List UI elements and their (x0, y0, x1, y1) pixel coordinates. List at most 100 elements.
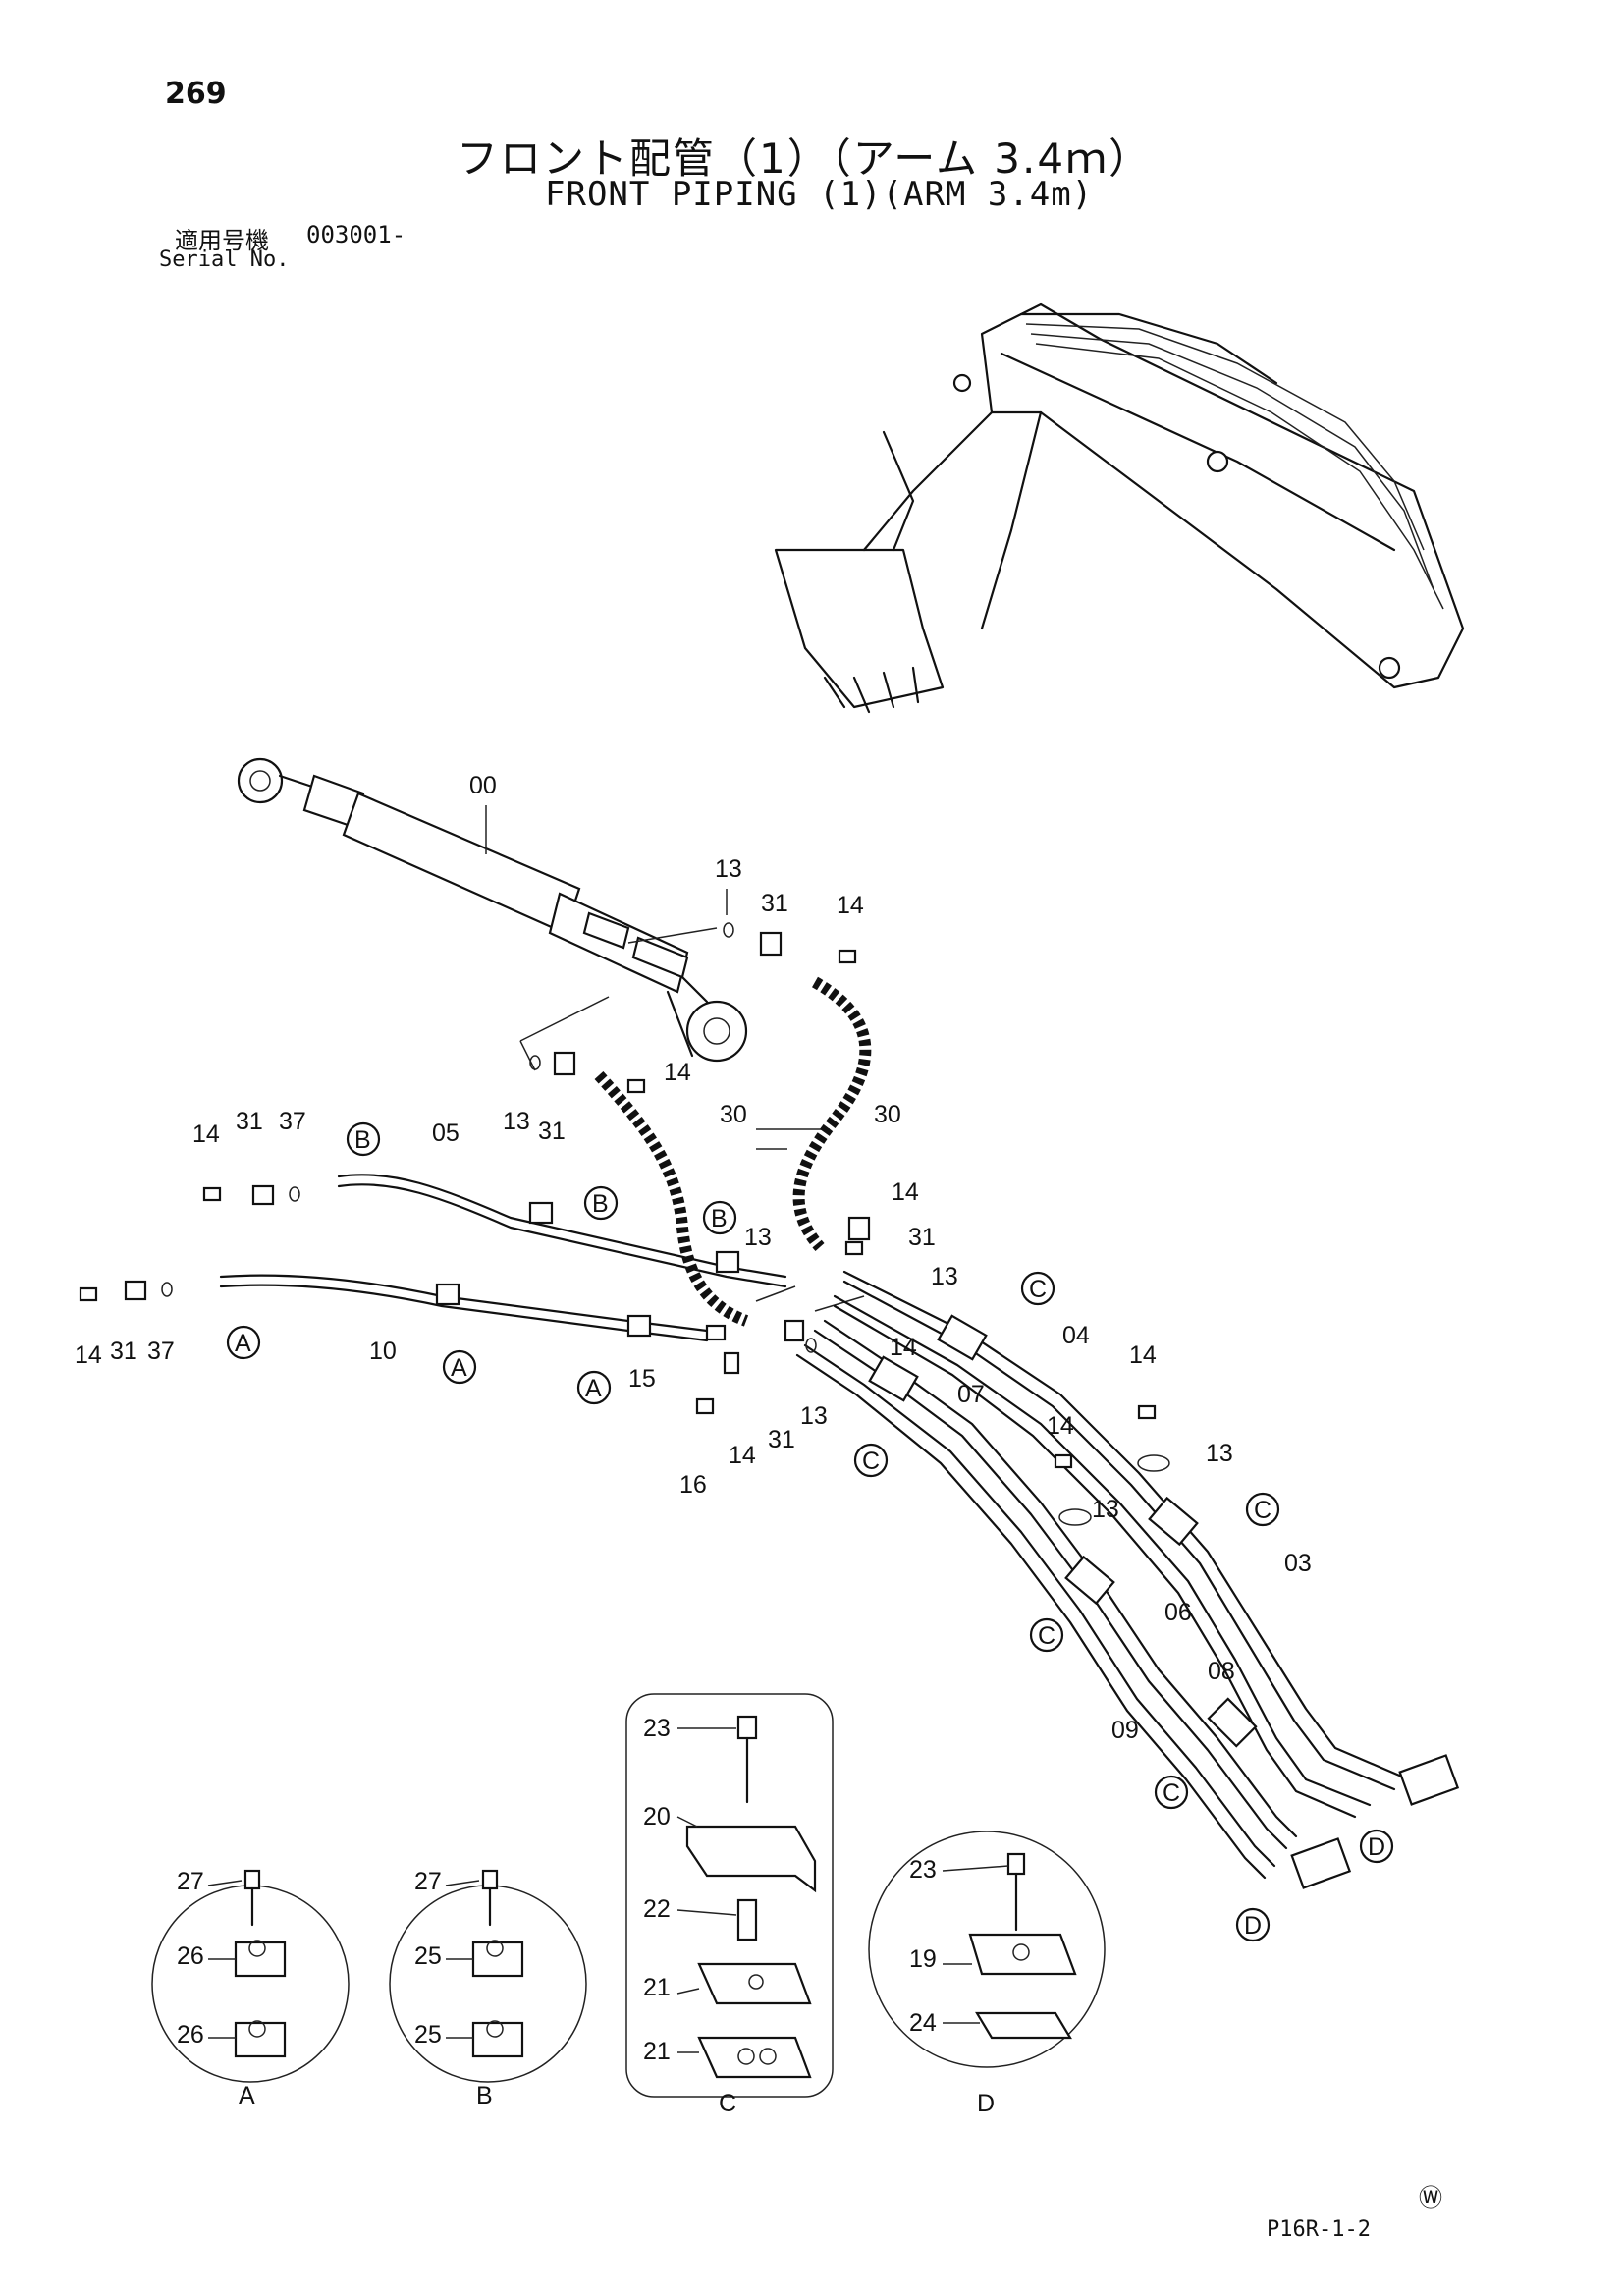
callout-37: 37 (279, 1108, 306, 1135)
svg-text:B: B (354, 1126, 371, 1154)
callout-31: 31 (236, 1108, 263, 1135)
pipe-05 (337, 1174, 787, 1288)
circle-label-b: B (346, 1121, 381, 1157)
page-code: P16R-1-2 (1267, 2217, 1371, 2242)
callout-13: 13 (744, 1224, 772, 1251)
circle-label-d: D (1359, 1829, 1394, 1864)
svg-text:C: C (862, 1448, 880, 1475)
w-mark: Ⓦ (1419, 2184, 1442, 2212)
callout-13: 13 (800, 1402, 828, 1430)
callout-14: 14 (1129, 1341, 1157, 1369)
circle-label-a: A (576, 1370, 612, 1405)
detail-c: 23 20 22 21 21 C (625, 1693, 834, 2117)
detail-c-label: C (719, 2090, 736, 2117)
circle-label-c: C (1020, 1271, 1055, 1306)
callout-15: 15 (628, 1365, 656, 1393)
detail-c-part: 21 (643, 2038, 671, 2065)
detail-d: 23 19 24 D (868, 1831, 1106, 2117)
circle-labels: B B B A A A C C C C C D D (226, 1121, 1394, 1942)
detail-c-part: 21 (643, 1974, 671, 2001)
callout-06: 06 (1164, 1599, 1192, 1626)
detail-c-part: 23 (643, 1715, 671, 1742)
circle-label-a: A (442, 1349, 477, 1385)
hose-30-right (792, 976, 872, 1251)
pipe-bundle-04-03-08 (833, 1270, 1406, 1819)
detail-a: 27 26 26 A (151, 1868, 350, 2109)
svg-text:D: D (1368, 1833, 1385, 1861)
detail-d-part: 24 (909, 2009, 937, 2037)
callout-13: 13 (1206, 1440, 1233, 1467)
detail-b-part: 25 (414, 1942, 442, 1970)
callout-13: 13 (503, 1108, 530, 1135)
callout-31: 31 (908, 1224, 936, 1251)
svg-text:C: C (1163, 1779, 1180, 1807)
detail-a-part: 26 (177, 2021, 204, 2049)
svg-text:A: A (451, 1354, 467, 1382)
callout-04: 04 (1062, 1322, 1090, 1349)
callout-05: 05 (432, 1120, 460, 1147)
svg-text:C: C (1254, 1497, 1271, 1524)
callout-16: 16 (679, 1471, 707, 1499)
callout-08: 08 (1208, 1658, 1235, 1685)
arm-cylinder (237, 757, 748, 1063)
detail-b-part: 25 (414, 2021, 442, 2049)
circle-label-c: C (853, 1443, 889, 1478)
circle-label-b: B (583, 1185, 619, 1221)
detail-a-part: 26 (177, 1942, 204, 1970)
svg-text:B: B (711, 1205, 728, 1232)
serial-label-english: Serial No. (159, 247, 290, 272)
callout-14: 14 (729, 1442, 756, 1469)
svg-text:C: C (1038, 1622, 1055, 1650)
serial-label-japanese: 適用号機 (175, 227, 269, 254)
circle-label-c: C (1029, 1617, 1064, 1653)
callout-14: 14 (75, 1341, 102, 1369)
detail-d-label: D (977, 2090, 995, 2117)
pipe-clamps (435, 1201, 1460, 1889)
svg-text:B: B (592, 1190, 609, 1218)
circle-label-a: A (226, 1325, 261, 1360)
callout-13: 13 (931, 1263, 958, 1290)
detail-b: 27 25 25 B (389, 1868, 587, 2109)
part-callouts: 00 13 31 14 14 13 31 14 31 37 05 30 30 1… (75, 772, 1312, 1744)
hose-30-left (594, 1070, 749, 1327)
callout-09: 09 (1111, 1717, 1139, 1744)
detail-d-part: 19 (909, 1945, 937, 1973)
callout-31: 31 (768, 1426, 795, 1453)
callout-14: 14 (192, 1121, 220, 1148)
circle-label-c: C (1154, 1775, 1189, 1810)
callout-31: 31 (110, 1338, 137, 1365)
callout-14: 14 (1047, 1412, 1074, 1440)
svg-text:D: D (1244, 1912, 1262, 1940)
fittings (79, 922, 1170, 1526)
svg-text:A: A (585, 1375, 602, 1402)
serial-number: 003001- (306, 221, 406, 248)
callout-03: 03 (1284, 1550, 1312, 1577)
callout-14: 14 (837, 892, 864, 919)
callout-14: 14 (890, 1334, 917, 1361)
callout-14: 14 (892, 1178, 919, 1206)
circle-label-b: B (702, 1200, 737, 1235)
arm-overview-illustration (774, 302, 1465, 714)
page-title-english: FRONT PIPING (1)(ARM 3.4m) (545, 175, 1094, 214)
callout-13: 13 (715, 855, 742, 883)
svg-text:A: A (235, 1330, 251, 1357)
detail-b-label: B (476, 2082, 493, 2109)
detail-a-part: 27 (177, 1868, 204, 1895)
callout-30: 30 (720, 1101, 747, 1128)
circle-label-d: D (1235, 1907, 1271, 1942)
svg-text:C: C (1029, 1276, 1047, 1303)
callout-13: 13 (1092, 1496, 1119, 1523)
callout-07: 07 (957, 1381, 985, 1408)
detail-c-part: 20 (643, 1803, 671, 1831)
callout-31: 31 (538, 1118, 566, 1145)
circle-label-c: C (1245, 1492, 1280, 1527)
leader-lines (485, 805, 865, 1312)
detail-d-part: 23 (909, 1856, 937, 1884)
callout-31: 31 (761, 890, 788, 917)
detail-a-label: A (239, 2082, 255, 2109)
page-title-japanese: フロント配管（1）（アーム 3.4ｍ） (457, 135, 1153, 183)
callout-30: 30 (874, 1101, 901, 1128)
callout-10: 10 (369, 1338, 397, 1365)
